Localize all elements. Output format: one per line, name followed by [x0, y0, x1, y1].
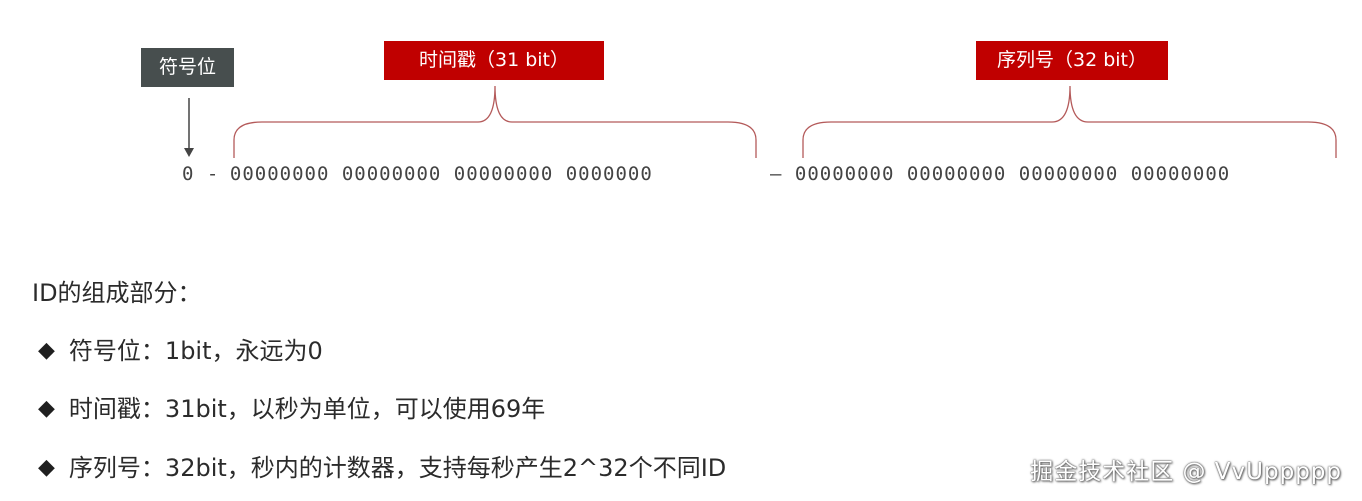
- sign-bit-value: 0 -: [182, 163, 220, 185]
- sign-bit-label-text: 符号位: [158, 56, 216, 78]
- description-item-sign: ◆ 符号位：1bit，永远为0: [38, 336, 323, 366]
- timestamp-label-text: 时间戳（31 bit）: [418, 49, 569, 71]
- sequence-label: 序列号（32 bit）: [976, 41, 1168, 80]
- diamond-bullet-icon: ◆: [38, 338, 55, 363]
- timestamp-bits: 00000000 00000000 00000000 0000000: [205, 163, 653, 185]
- timestamp-label: 时间戳（31 bit）: [384, 41, 604, 80]
- sequence-label-text: 序列号（32 bit）: [996, 49, 1147, 71]
- sequence-brace: [802, 85, 1337, 158]
- sign-arrow-head: [184, 148, 194, 157]
- description-title: ID的组成部分：: [32, 279, 202, 307]
- description-item-timestamp: ◆ 时间戳：31bit，以秒为单位，可以使用69年: [38, 394, 545, 424]
- sequence-bits: – 00000000 00000000 00000000 00000000: [770, 163, 1231, 185]
- timestamp-brace: [233, 85, 757, 158]
- diamond-bullet-icon: ◆: [38, 396, 55, 421]
- description-item-text: 序列号：32bit，秒内的计数器，支持每秒产生2^32个不同ID: [68, 454, 727, 482]
- watermark: 掘金技术社区 @ VvUppppp: [1030, 459, 1342, 485]
- sign-bit-label: 符号位: [141, 48, 234, 87]
- diamond-bullet-icon: ◆: [38, 455, 55, 480]
- description-item-sequence: ◆ 序列号：32bit，秒内的计数器，支持每秒产生2^32个不同ID: [38, 453, 726, 483]
- description-item-text: 时间戳：31bit，以秒为单位，可以使用69年: [68, 395, 546, 423]
- description-item-text: 符号位：1bit，永远为0: [68, 337, 323, 365]
